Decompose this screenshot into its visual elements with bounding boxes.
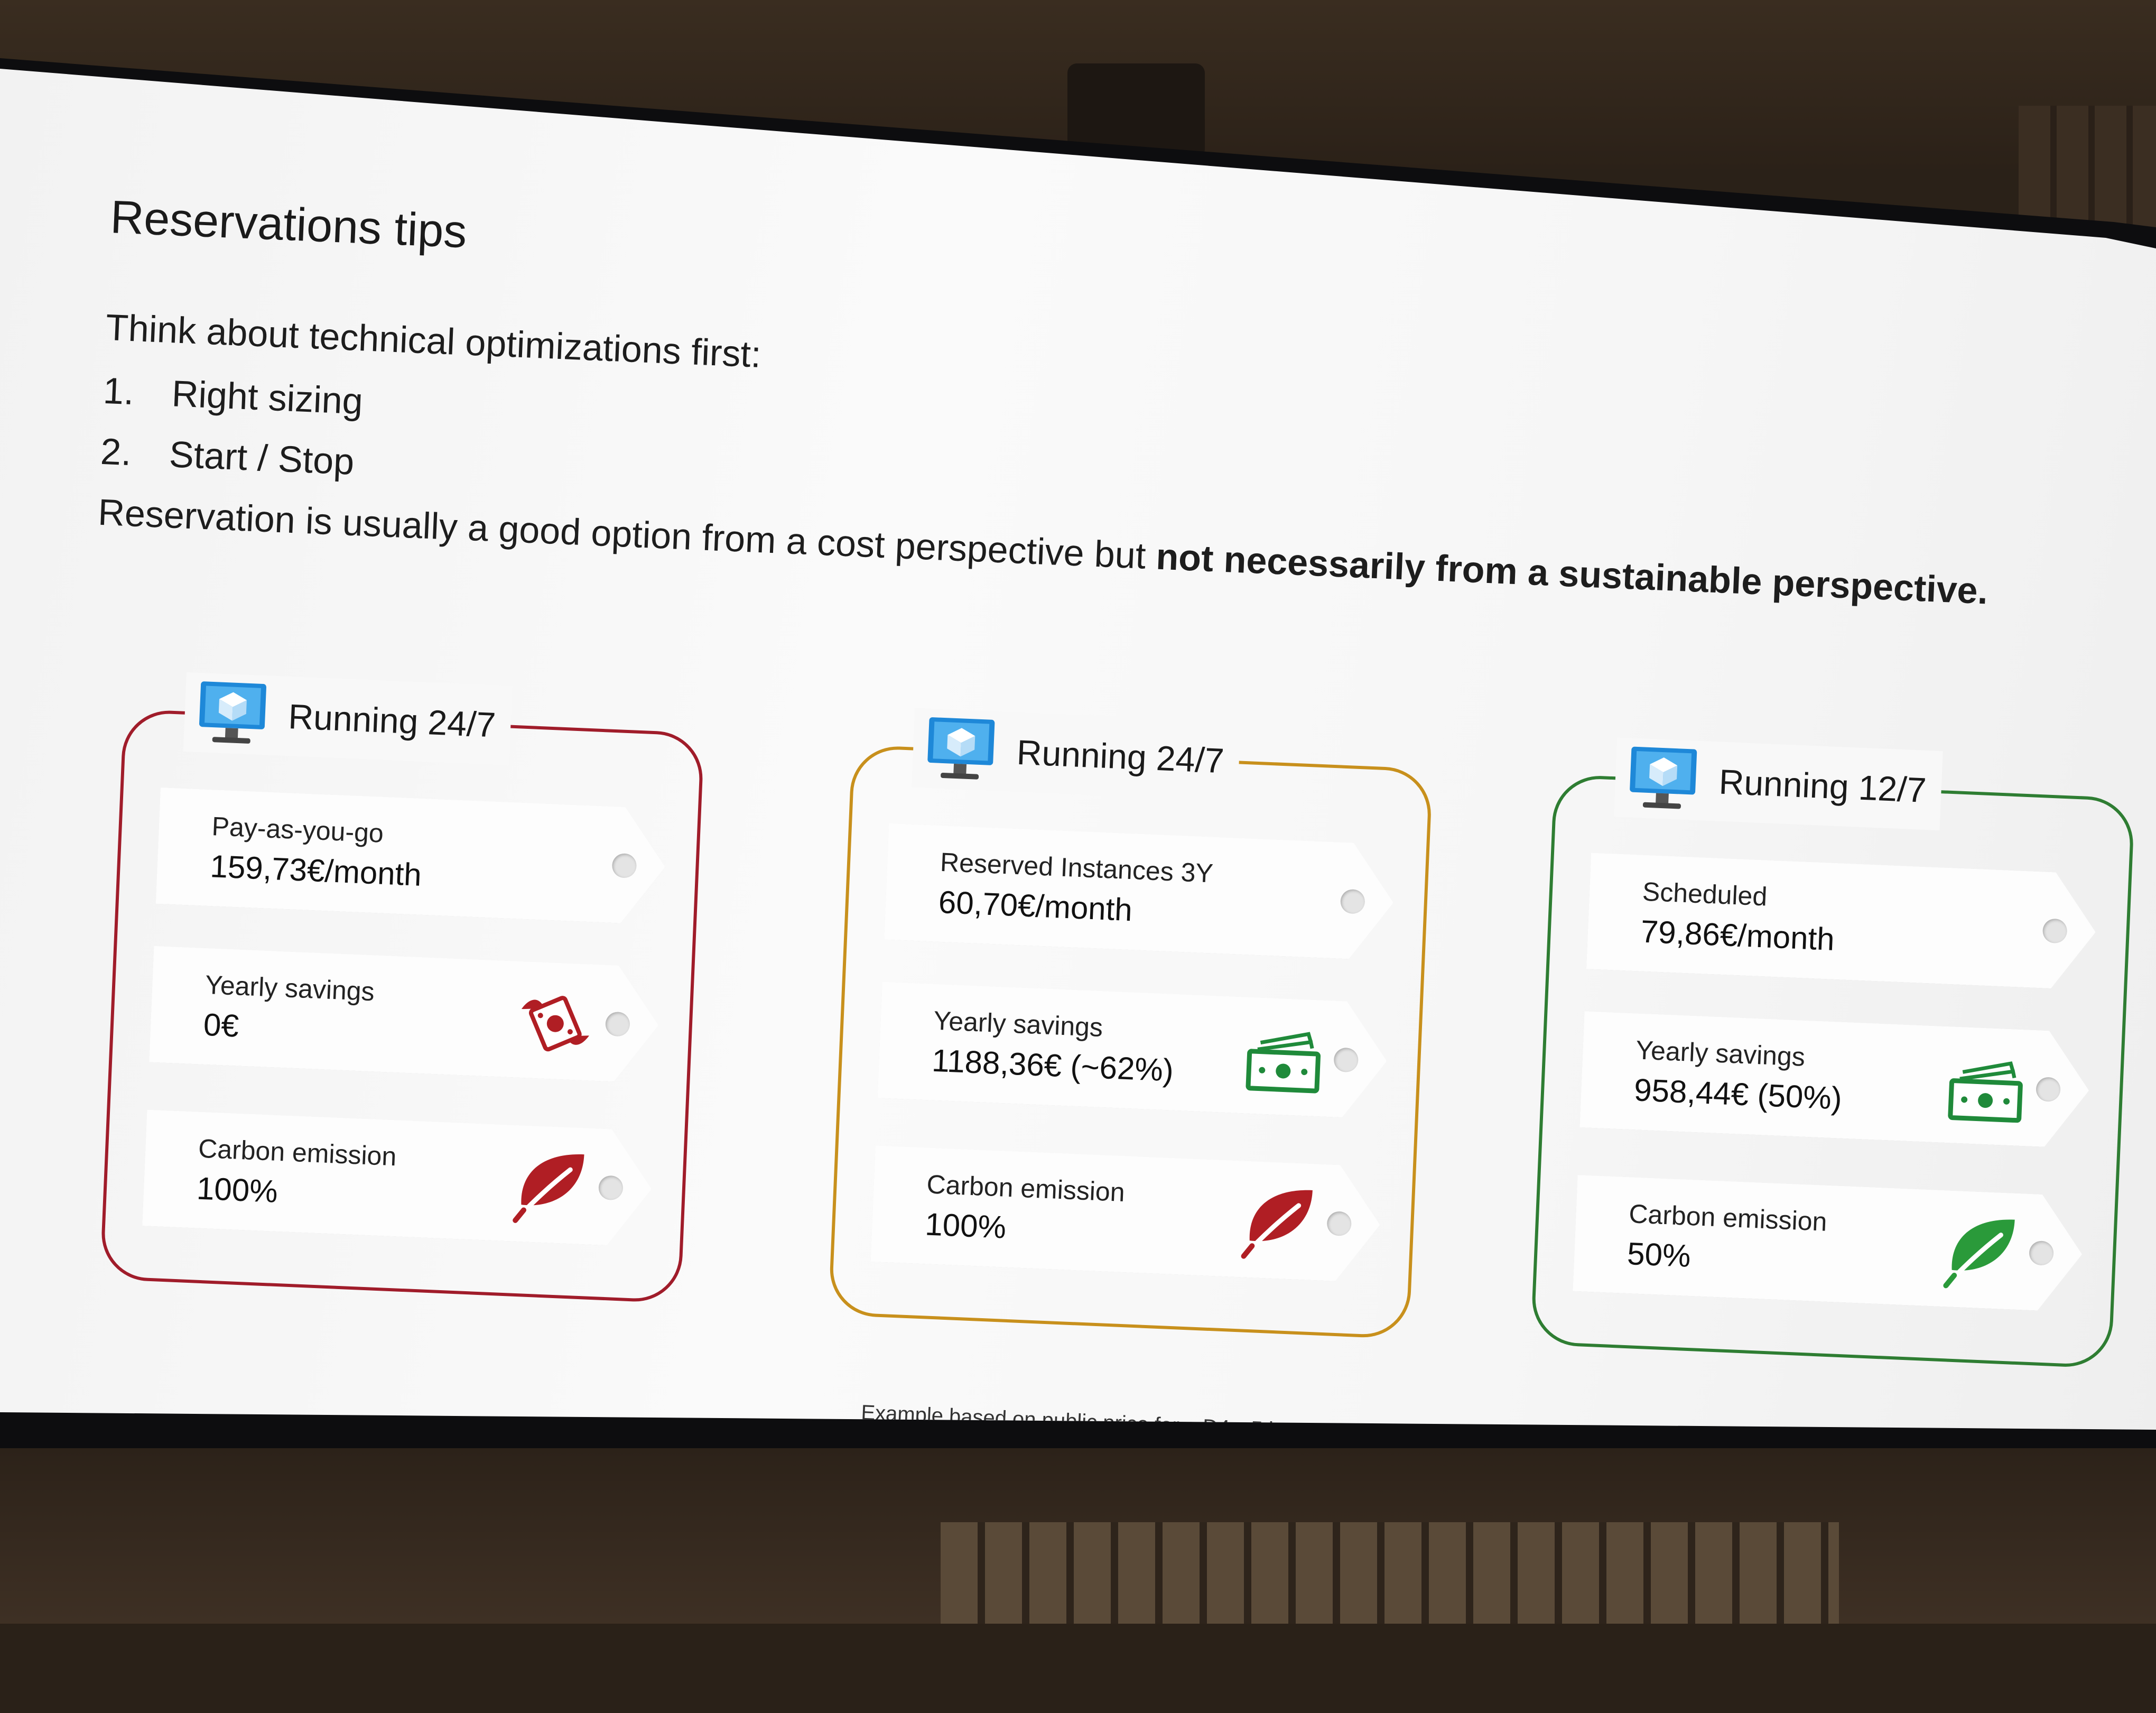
list-item: 1.Right sizing [102, 369, 364, 422]
leaf-icon [1938, 1211, 2020, 1294]
slide-screen: Reservations tips Think about technical … [0, 69, 2156, 1430]
virtual-machine-icon [199, 681, 266, 744]
tag-hole [2029, 1240, 2054, 1266]
money-stack-icon [1242, 1018, 1325, 1100]
savings-card: Yearly savings 958,44€ (50%) [1579, 1011, 2091, 1149]
scenario-header: Running 24/7 [183, 672, 513, 765]
optimization-list: 1.Right sizing 2.Start / Stop [99, 369, 364, 502]
virtual-machine-icon [927, 717, 995, 780]
carbon-card: Carbon emission 50% [1573, 1175, 2084, 1312]
slide-intro: Think about technical optimizations firs… [105, 306, 762, 375]
scenario-header: Running 12/7 [1613, 737, 1943, 831]
slide-note: Reservation is usually a good option fro… [97, 491, 1989, 612]
bottom-blinds [941, 1522, 1839, 1624]
list-item: 2.Start / Stop [99, 430, 355, 483]
tag-hole [598, 1175, 624, 1200]
carbon-card: Carbon emission 100% [142, 1109, 654, 1247]
tag-hole [2042, 918, 2068, 943]
flying-money-icon [514, 983, 597, 1065]
tag-hole [605, 1012, 630, 1037]
scenario-header: Running 24/7 [912, 708, 1241, 801]
carbon-card: Carbon emission 100% [870, 1145, 1382, 1283]
slide-title: Reservations tips [109, 190, 468, 258]
virtual-machine-icon [1630, 746, 1697, 809]
savings-card: Yearly savings 1188,36€ (~62%) [877, 982, 1389, 1119]
leaf-icon [1235, 1182, 1318, 1264]
tag-hole [1326, 1211, 1352, 1236]
money-stack-icon [1945, 1048, 2027, 1130]
cost-card: Reserved Instances 3Y 60,70€/month [884, 823, 1396, 961]
scenario-panel-payg: Running 24/7 Pay-as-you-go 159,73€/month… [99, 672, 705, 1304]
tag-hole [2036, 1077, 2061, 1102]
scenario-panel-scheduled: Running 12/7 Scheduled 79,86€/month Year… [1530, 737, 2135, 1369]
scenario-panel-reserved: Running 24/7 Reserved Instances 3Y 60,70… [828, 708, 1433, 1339]
savings-card: Yearly savings 0€ [149, 946, 661, 1084]
leaf-icon [507, 1146, 590, 1228]
tag-hole [1333, 1047, 1359, 1072]
cost-card: Scheduled 79,86€/month [1586, 853, 2098, 990]
cost-card: Pay-as-you-go 159,73€/month [156, 788, 667, 925]
tag-hole [612, 853, 637, 878]
tag-hole [1340, 889, 1365, 914]
